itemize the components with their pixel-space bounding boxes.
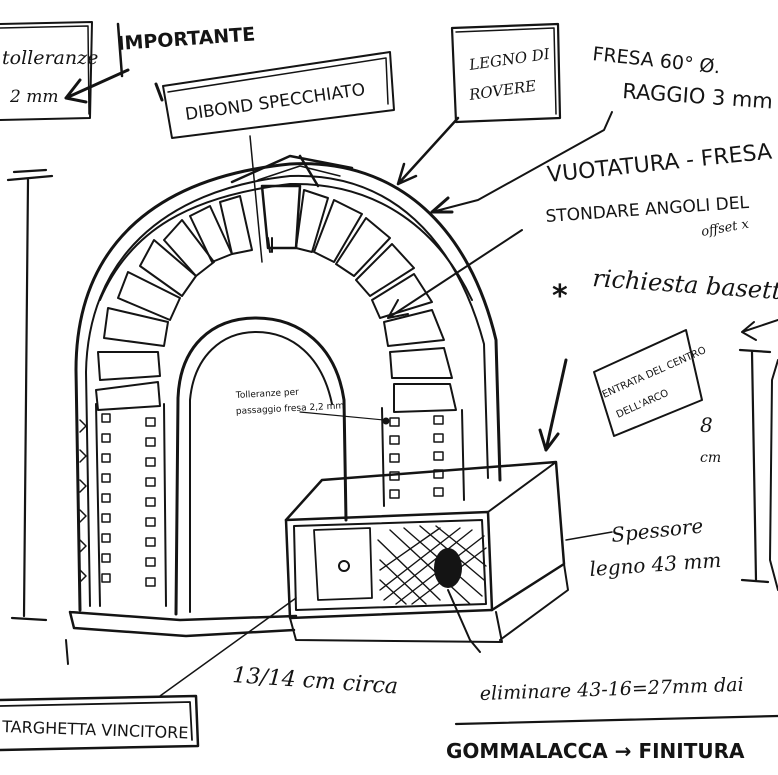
oak-arrow (396, 116, 460, 186)
base-request-label: richiesta basetta (592, 264, 778, 306)
base-arrow (538, 358, 568, 452)
hollowing-line3: offset x (700, 217, 751, 240)
height-value: 8 (700, 413, 713, 437)
dibond-label: DIBOND SPECCHIATO (184, 80, 366, 125)
arc-center-arrow (741, 319, 778, 341)
mirror-hatching (377, 525, 487, 653)
important-label: IMPORTANTE (117, 23, 256, 55)
base-plinth (284, 460, 569, 643)
winner-plate-label: TARGHETTA VINCITORE (1, 717, 189, 743)
mill-leader (431, 111, 613, 213)
inner-tolerance-leader (299, 411, 385, 421)
left-dimension-line (6, 168, 54, 622)
thickness-line1: Spessore (610, 513, 704, 547)
tolerance-left-text: tolleranze (2, 47, 98, 69)
oak-label-line1: LEGNO DI (467, 45, 552, 74)
winner-plate-box (0, 694, 200, 752)
asterisk-mark: * (552, 279, 568, 314)
oak-box (450, 22, 562, 124)
width-note: 13/14 cm circa (232, 663, 399, 700)
important-arrow (64, 68, 130, 104)
height-dimension-line (738, 348, 772, 584)
inner-tolerance-line1: Tolleranze per (235, 388, 300, 401)
keystone-mark (267, 237, 273, 253)
finish-note: GOMMALACCA → FINITURA (446, 739, 745, 763)
tolerance-left-value: 2 mm (9, 87, 58, 107)
height-unit: cm (700, 450, 721, 466)
tolerance-box-left (0, 21, 93, 121)
arch-voussoirs (95, 154, 457, 413)
arch-frame (65, 162, 502, 665)
left-pillar (79, 403, 167, 607)
thickness-leader (565, 531, 613, 541)
oak-label-line2: ROVERE (467, 77, 537, 104)
dibond-box (162, 51, 395, 139)
eliminate-note: eliminare 43-16=27mm dai (479, 674, 744, 705)
hollowing-line1: VUOTATURA - FRESA (546, 140, 773, 188)
arc-center-box (593, 329, 703, 437)
thickness-line2: legno 43 mm (589, 548, 722, 581)
plate-leader (159, 597, 297, 697)
mill-label-line1: FRESA 60° Ø. (591, 43, 721, 78)
dibond-leader (249, 135, 263, 263)
eliminate-underline (454, 714, 778, 726)
mill-label-line2: RAGGIO 3 mm (622, 79, 774, 113)
right-pillar (381, 407, 465, 507)
